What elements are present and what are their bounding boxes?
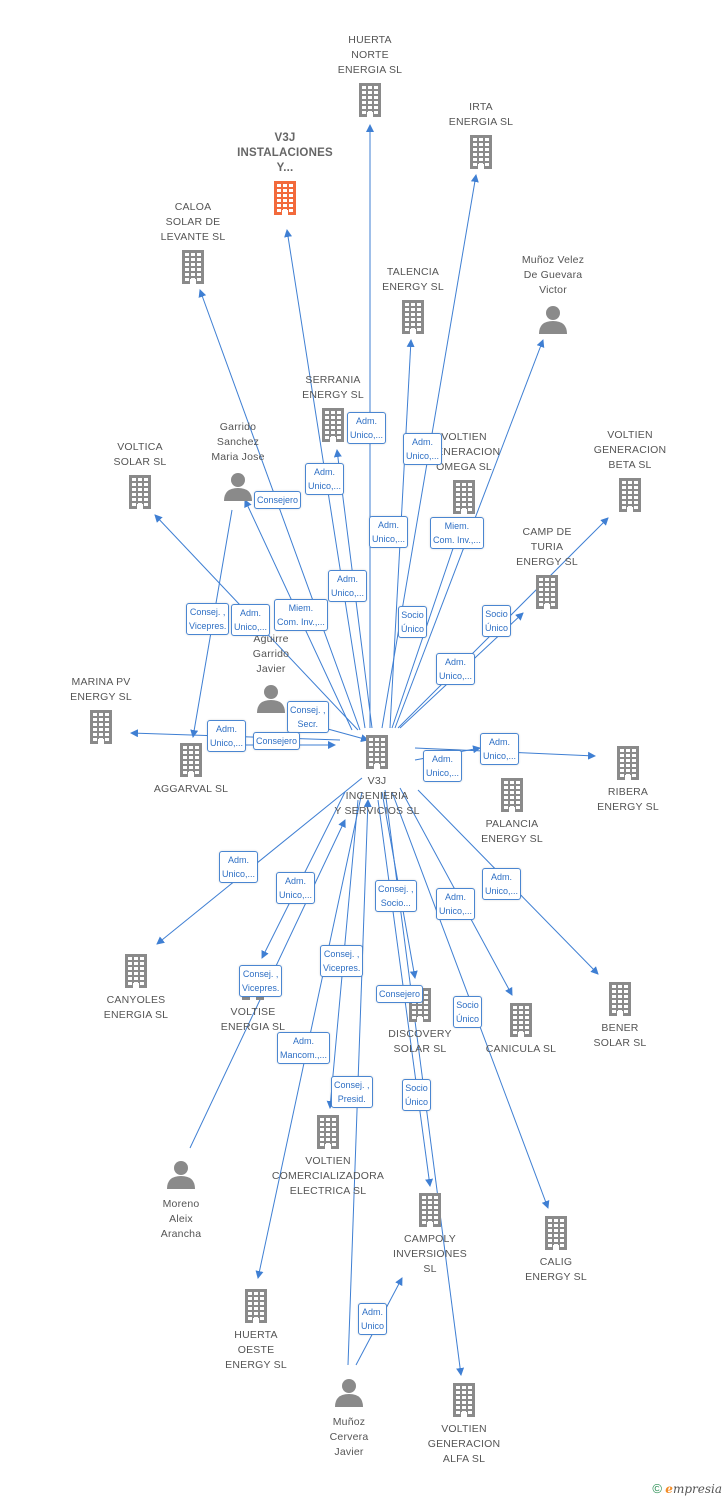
edge-label-aggarval-adm[interactable]: Adm. Unico,... <box>207 720 247 752</box>
person-icon[interactable] <box>539 306 567 334</box>
node-label-v3j-ingenieria[interactable]: V3J INGENIERIA Y SERVICIOS SL <box>334 775 420 817</box>
edge-label-calig-socio[interactable]: Socio Único <box>453 996 483 1028</box>
edge-label-voltise-adm[interactable]: Adm. Unico,... <box>276 872 316 904</box>
node-label-voltien-alfa[interactable]: VOLTIEN GENERACION ALFA SL <box>427 1423 501 1465</box>
edge-label-consej-vicepres-1[interactable]: Consej. , Vicepres. <box>186 603 230 635</box>
edge-label-alfa-socio[interactable]: Socio Único <box>402 1079 432 1111</box>
edge-label-cervera-consejero[interactable]: Consejero <box>376 985 424 1003</box>
node-label-ribera[interactable]: RIBERA ENERGY SL <box>597 786 659 813</box>
edge-label-canyoles-adm[interactable]: Adm. Unico,... <box>219 851 259 883</box>
building-icon[interactable] <box>501 778 523 812</box>
building-icon[interactable] <box>536 575 558 609</box>
building-icon[interactable] <box>470 135 492 169</box>
building-icon[interactable] <box>453 1383 475 1417</box>
edge-label-camp-adm[interactable]: Adm. Unico,... <box>436 653 476 685</box>
person-icon[interactable] <box>224 473 252 501</box>
node-label-discovery[interactable]: DISCOVERY SOLAR SL <box>388 1028 452 1055</box>
building-icon[interactable] <box>317 1115 339 1149</box>
building-icon[interactable] <box>322 408 344 442</box>
node-label-munoz-cervera[interactable]: Muñoz Cervera Javier <box>329 1416 369 1458</box>
brand-logo[interactable]: empresia <box>665 1482 722 1496</box>
node-label-v3j-instalaciones[interactable]: V3J INSTALACIONES Y... <box>237 132 333 174</box>
edge-label-comercializadora-presid[interactable]: Consej. , Presid. <box>331 1076 373 1108</box>
node-label-serrania[interactable]: SERRANIA ENERGY SL <box>302 374 364 401</box>
building-icon[interactable] <box>180 743 202 777</box>
edge-label-ribera-adm[interactable]: Adm. Unico,... <box>480 733 520 765</box>
node-label-camp-turia[interactable]: CAMP DE TURIA ENERGY SL <box>516 526 578 568</box>
edge-label-garrido-consejero[interactable]: Consejero <box>254 491 302 509</box>
person-icon[interactable] <box>335 1379 363 1407</box>
node-label-voltien-comercializadora[interactable]: VOLTIEN COMERCIALIZADORA ELECTRICA SL <box>271 1155 385 1197</box>
edge-label-bener-adm[interactable]: Adm. Unico,... <box>482 868 522 900</box>
edge-label-oeste-mancom[interactable]: Adm. Mancom.,... <box>277 1032 331 1064</box>
edge-label-canicula-adm[interactable]: Adm. Unico,... <box>436 888 476 920</box>
edge-label-aguirre-consej-secr[interactable]: Consej. , Secr. <box>287 701 329 733</box>
building-icon[interactable] <box>90 710 112 744</box>
edge-label-campoly-adm[interactable]: Adm. Unico <box>358 1303 388 1335</box>
node-label-marina-pv[interactable]: MARINA PV ENERGY SL <box>70 676 132 703</box>
node-label-canyoles[interactable]: CANYOLES ENERGIA SL <box>103 994 169 1021</box>
node-label-talencia[interactable]: TALENCIA ENERGY SL <box>382 266 444 293</box>
edge-line <box>198 289 361 731</box>
building-icon[interactable] <box>129 475 151 509</box>
edge-label-serrania-2[interactable]: Adm. Unico,... <box>305 463 345 495</box>
edge-label-palancia-adm[interactable]: Adm. Unico,... <box>423 750 463 782</box>
edge-label-camp-turia[interactable]: Socio Único <box>398 606 428 638</box>
building-icon[interactable] <box>402 300 424 334</box>
building-icon[interactable] <box>510 1003 532 1037</box>
edge-label-marina-adm[interactable]: Adm. Unico,... <box>328 570 368 602</box>
person-icon[interactable] <box>257 685 285 713</box>
edge-label-serrania-1[interactable]: Adm. Unico,... <box>347 412 387 444</box>
building-icon[interactable] <box>617 746 639 780</box>
edge-line <box>156 777 363 945</box>
node-label-irta[interactable]: IRTA ENERGIA SL <box>448 101 514 128</box>
building-icon[interactable] <box>609 982 631 1016</box>
building-icon[interactable] <box>419 1193 441 1227</box>
edge-label-moreno-consej[interactable]: Consej. , Vicepres. <box>239 965 283 997</box>
node-label-munoz-velez[interactable]: Muñoz Velez De Guevara Victor <box>521 254 585 296</box>
node-label-palancia[interactable]: PALANCIA ENERGY SL <box>481 818 543 845</box>
building-icon[interactable] <box>125 954 147 988</box>
node-label-aggarval[interactable]: AGGARVAL SL <box>153 783 229 795</box>
node-label-garrido-sanchez[interactable]: Garrido Sanchez Maria Jose <box>211 421 265 463</box>
node-label-moreno-aleix[interactable]: Moreno Aleix Arancha <box>160 1198 202 1240</box>
building-icon[interactable] <box>359 83 381 117</box>
node-label-canicula[interactable]: CANICULA SL <box>485 1043 557 1055</box>
copyright-symbol: © <box>652 1481 662 1496</box>
node-label-voltien-beta[interactable]: VOLTIEN GENERACION BETA SL <box>593 429 667 471</box>
edge-label-discovery-consej[interactable]: Consej. , Socio... <box>375 880 417 912</box>
person-icon[interactable] <box>167 1161 195 1189</box>
edge-label-cervera-consej-vicepres[interactable]: Consej. , Vicepres. <box>320 945 364 977</box>
node-label-bener[interactable]: BENER SOLAR SL <box>593 1022 647 1049</box>
edge-label-talencia[interactable]: Adm. Unico,... <box>369 516 409 548</box>
node-label-voltise[interactable]: VOLTISE ENERGIA SL <box>220 1006 286 1033</box>
edge-label-beta[interactable]: Socio Único <box>482 605 512 637</box>
node-label-aguirre-garrido[interactable]: Aguirre Garrido Javier <box>252 633 290 675</box>
building-icon[interactable] <box>619 478 641 512</box>
building-icon[interactable] <box>545 1216 567 1250</box>
building-icon[interactable] <box>182 250 204 284</box>
node-label-huerta-oeste[interactable]: HUERTA OESTE ENERGY SL <box>225 1329 287 1371</box>
building-icon[interactable] <box>245 1289 267 1323</box>
edge-label-omega-1[interactable]: Adm. Unico,... <box>403 433 443 465</box>
building-icon[interactable] <box>274 181 296 215</box>
edge-label-voltica[interactable]: Adm. Unico,... <box>231 604 271 636</box>
copyright-notice: © empresia <box>652 1481 722 1496</box>
edge-label-aguirre-consejero[interactable]: Consejero <box>253 732 301 750</box>
node-label-voltien-omega[interactable]: VOLTIEN GENERACION OMEGA SL <box>427 431 501 473</box>
edge-label-aguirre-miem[interactable]: Miem. Com. Inv.,... <box>274 599 328 631</box>
building-icon[interactable] <box>453 480 475 514</box>
edge-label-munoz-velez-miem[interactable]: Miem. Com. Inv.,... <box>430 517 484 549</box>
building-icon[interactable] <box>366 735 388 769</box>
node-label-voltica[interactable]: VOLTICA SOLAR SL <box>113 441 167 468</box>
node-label-calig[interactable]: CALIG ENERGY SL <box>525 1256 587 1283</box>
node-label-campoly[interactable]: CAMPOLY INVERSIONES SL <box>393 1233 467 1275</box>
node-label-huerta-norte[interactable]: HUERTA NORTE ENERGIA SL <box>337 34 403 76</box>
node-label-caloa[interactable]: CALOA SOLAR DE LEVANTE SL <box>160 201 226 243</box>
